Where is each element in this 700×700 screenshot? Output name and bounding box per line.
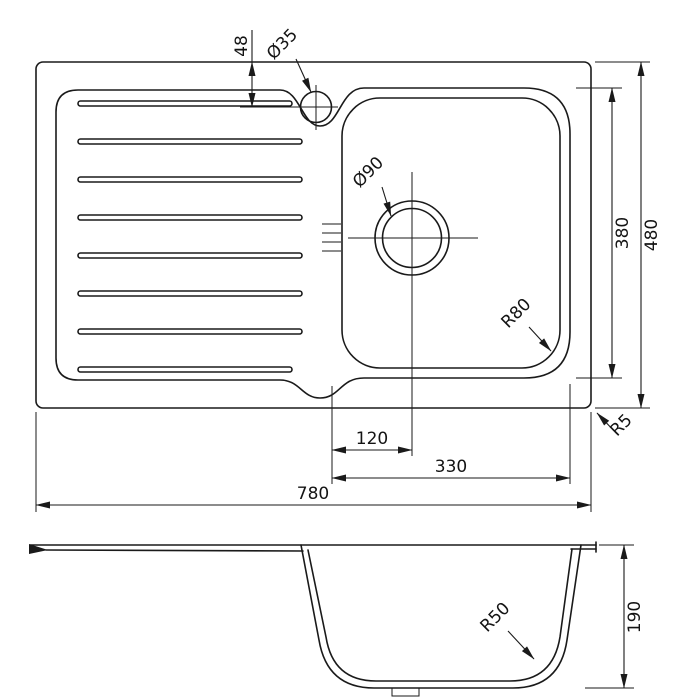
- dim-tap-hole-diameter: Ø35: [263, 25, 312, 93]
- dim-48-label: 48: [232, 35, 252, 57]
- leader-line: [528, 326, 552, 352]
- dim-380-label: 380: [613, 217, 633, 249]
- dim-bowl-corner-radius: R80: [498, 295, 552, 352]
- drain-hole: [348, 172, 478, 456]
- leader-line: [596, 412, 618, 435]
- leader-line: [381, 186, 392, 217]
- dim-drain-offset: 120: [331, 386, 413, 484]
- rib: [77, 366, 293, 373]
- rib: [77, 328, 303, 335]
- dim-780-label: 780: [297, 484, 329, 504]
- sink-outer-edge: [35, 61, 592, 409]
- dim-r80-label: R80: [498, 295, 536, 333]
- dim-o35-label: Ø35: [263, 25, 302, 64]
- bowl-outer-profile: [300, 544, 582, 689]
- sink-inner-contour: [55, 87, 571, 399]
- dim-r5-label: R5: [606, 410, 636, 440]
- dim-overall-depth: 480: [595, 61, 662, 409]
- dim-tap-offset: 48: [232, 30, 294, 108]
- dim-330-label: 330: [435, 457, 467, 477]
- dim-r50-label: R50: [477, 599, 515, 637]
- bowl-inner-profile: [307, 548, 573, 682]
- rim-left-edge: [29, 544, 48, 554]
- rib: [77, 290, 303, 297]
- top-view: [35, 61, 592, 456]
- dim-bowl-depth: 190: [585, 544, 645, 689]
- drain-fitting: [391, 688, 420, 697]
- tap-hole: [294, 85, 338, 130]
- rib: [77, 138, 303, 145]
- bowl-inner-rim: [341, 97, 561, 369]
- leader-line: [507, 630, 535, 660]
- dim-bowl-bottom-radius: R50: [477, 599, 535, 660]
- leader-line: [295, 58, 312, 93]
- rib: [77, 176, 303, 183]
- drainboard-ribs: [77, 100, 303, 373]
- dim-190-label: 190: [625, 601, 645, 633]
- rib: [77, 214, 303, 221]
- dimensions-top-view: 48 Ø35 Ø90 R80 380 480: [35, 25, 662, 512]
- rib: [77, 100, 293, 107]
- dim-bowl-width: 330: [331, 384, 571, 484]
- drainboard-underside: [45, 549, 304, 552]
- dim-120-label: 120: [356, 429, 388, 449]
- dim-bowl-length: 380: [576, 87, 633, 379]
- rib: [77, 252, 303, 259]
- overflow-marks: [322, 223, 341, 252]
- dim-480-label: 480: [642, 219, 662, 251]
- side-view: R50 190: [29, 541, 645, 697]
- dim-rim-corner-radius: R5: [596, 410, 637, 441]
- dim-overall-width: 780: [35, 412, 592, 512]
- dim-drain-diameter: Ø90: [349, 153, 392, 217]
- dim-o90-label: Ø90: [349, 153, 388, 192]
